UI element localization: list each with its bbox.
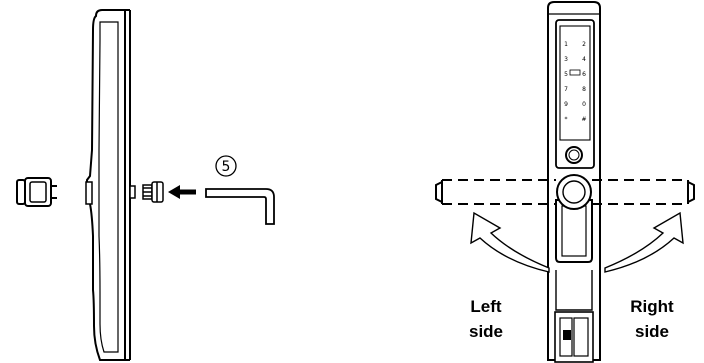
keypad-key[interactable]: 1 bbox=[564, 41, 568, 48]
step-number-badge bbox=[215, 155, 237, 177]
keypad-key[interactable]: 0 bbox=[582, 101, 586, 108]
keypad-key[interactable]: 8 bbox=[582, 86, 586, 93]
keypad-key[interactable]: * bbox=[565, 116, 568, 123]
screw-icon bbox=[142, 181, 164, 203]
fingerprint-icon bbox=[565, 146, 583, 164]
arrow-left-icon bbox=[168, 185, 196, 199]
side-view bbox=[16, 9, 275, 361]
keypad-key[interactable]: 7 bbox=[564, 86, 568, 93]
keypad-indicator bbox=[569, 69, 581, 76]
lock-body-side bbox=[85, 9, 136, 361]
keypad-key[interactable]: 6 bbox=[582, 71, 586, 78]
left-side-label-line2: side bbox=[469, 322, 503, 341]
front-view bbox=[435, 1, 695, 363]
handle-cap bbox=[16, 177, 57, 207]
hex-key-icon bbox=[205, 188, 275, 225]
keypad-key[interactable]: 2 bbox=[582, 41, 586, 48]
curved-arrow-icon bbox=[604, 211, 684, 273]
keypad-key[interactable]: # bbox=[581, 116, 586, 123]
lever-handle bbox=[435, 179, 695, 205]
keypad: 1 2 3 4 5 6 7 8 9 0 * # bbox=[564, 41, 586, 123]
keypad-key[interactable]: 4 bbox=[582, 56, 586, 63]
keypad-key[interactable]: 9 bbox=[564, 101, 568, 108]
step-number: 5 bbox=[222, 159, 231, 175]
keypad-key[interactable]: 3 bbox=[564, 56, 568, 63]
left-side-label-line1: Left bbox=[470, 297, 502, 316]
curved-arrow-icon bbox=[470, 211, 550, 273]
right-side-label-line2: side bbox=[635, 322, 669, 341]
right-side-label-line1: Right bbox=[630, 297, 674, 316]
lower-lock-section bbox=[554, 270, 594, 363]
keypad-key[interactable]: 5 bbox=[564, 71, 568, 78]
handle-hub bbox=[555, 174, 593, 263]
